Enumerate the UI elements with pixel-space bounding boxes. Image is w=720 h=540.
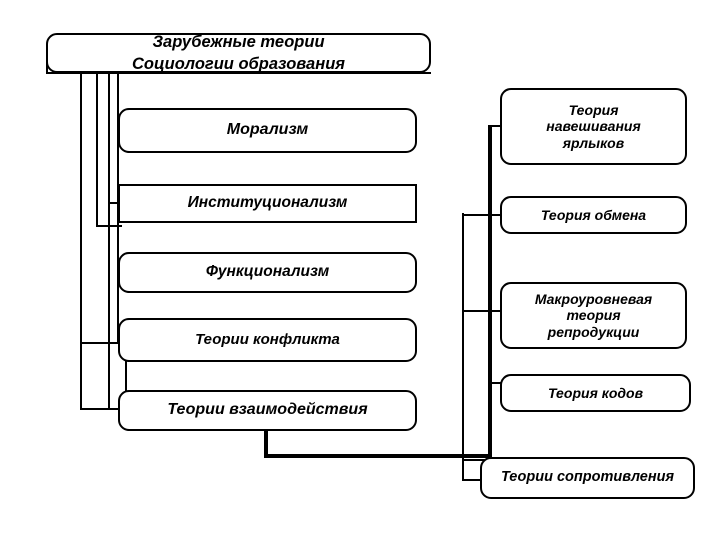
node-moralizm[interactable]: Морализм [118,108,417,153]
branch-connector-teoriya-naveshivaniya [488,125,502,127]
node-label: Функционализм [205,263,330,281]
right-trunk-line-main [488,125,492,457]
node-label: Теория навешивания ярлыков [546,101,641,151]
node-institutsionalizm[interactable]: Институционализм [118,184,417,223]
trunk-line-lower [125,342,127,417]
node-teorii-soprotivleniya[interactable]: Теории сопротивления [480,457,695,499]
trunk-line-outer [80,72,82,409]
node-teoriya-kodov[interactable]: Теория кодов [500,374,691,412]
node-label: Макроуровневая теория репродукции [534,290,653,340]
node-funktsionalizm[interactable]: Функционализм [118,252,417,293]
node-label: Теории взаимодействия [167,401,368,419]
node-label: Морализм [226,121,309,139]
branch-connector-teoriya-kodov [488,382,504,384]
trunk-line-inner [108,72,110,408]
bridge-horizontal [264,454,492,458]
node-teorii-vzaimodeystviya[interactable]: Теории взаимодействия [118,390,417,431]
page-title: Зарубежные теории Социологии образования [131,32,345,73]
branch-connector-moralizm [96,225,122,227]
diagram-title-box: Зарубежные теории Социологии образования [46,33,431,73]
branch-connector-institutsionalizm [108,202,122,204]
branch-connector-makrourovnevaya [462,310,504,312]
node-makrourovnevaya-teoriya-reproduktsii[interactable]: Макроуровневая теория репродукции [500,282,687,349]
right-trunk-line-secondary [462,213,464,461]
branch-connector-teoriya-obmena [462,214,504,216]
bridge-vertical-left [264,428,268,458]
node-teoriya-obmena[interactable]: Теория обмена [500,196,687,234]
node-label: Теория обмена [540,206,647,223]
node-label: Теории сопротивления [500,469,675,486]
node-label: Теория кодов [547,384,644,401]
trunk-line-middle [96,72,98,226]
title-baseline-connector [46,72,431,74]
node-teoriya-naveshivaniya-yarlykov[interactable]: Теория навешивания ярлыков [500,88,687,165]
node-label: Институционализм [187,194,348,212]
node-label: Теории конфликта [195,331,340,349]
node-teorii-konflikta[interactable]: Теории конфликта [118,318,417,362]
branch-connector-teorii-vzaimodeystviya [80,408,125,410]
branch-connector-teorii-konflikta [80,342,125,344]
